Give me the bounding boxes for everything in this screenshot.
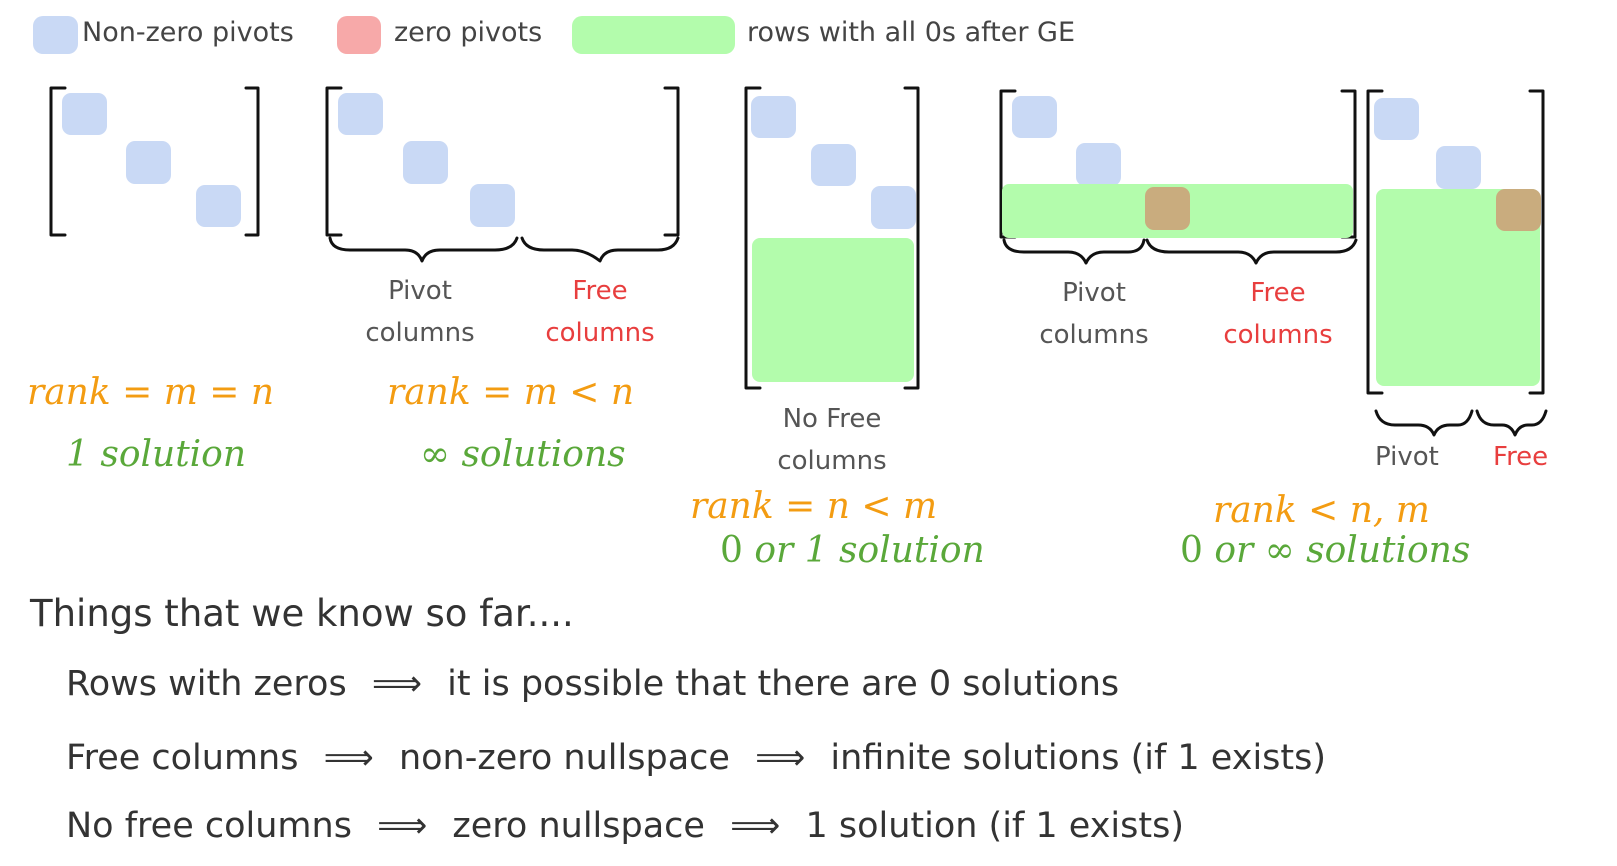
case-2-free-label: Free columns — [545, 276, 655, 348]
matrix-5-right-bracket — [1528, 89, 1545, 395]
matrix-5-pivot-2 — [1436, 146, 1481, 189]
matrix-2-pivot-3 — [470, 184, 515, 227]
matrix-4-free-brace — [1145, 238, 1358, 265]
matrix-5-zero-pivot — [1496, 189, 1541, 231]
legend-zero-label: zero pivots — [394, 17, 543, 48]
case-4-pivot-label: Pivot columns — [1039, 278, 1149, 350]
matrix-2-right-bracket — [663, 86, 680, 237]
case-1-rank: rank = m = n — [27, 372, 275, 413]
legend-zero-rows-label: rows with all 0s after GE — [747, 17, 1076, 48]
case-4-free-label: Free columns — [1223, 278, 1333, 350]
matrix-1-right-bracket — [244, 86, 260, 237]
case-3-rank: rank = n < m — [690, 486, 938, 527]
matrix-3-zero-rows — [752, 238, 914, 382]
matrix-4-pivot-1 — [1012, 96, 1057, 138]
legend-nonzero-label: Non-zero pivots — [82, 17, 294, 48]
matrix-1-pivot-2 — [126, 141, 171, 184]
matrix-5-free-brace — [1475, 409, 1548, 437]
infinity-symbol: ∞ — [1264, 530, 1295, 571]
implies-arrow: ⟹ — [377, 806, 428, 846]
fact-3: No free columns ⟹ zero nullspace ⟹ 1 sol… — [66, 806, 1184, 846]
matrix-3-pivot-2 — [811, 144, 856, 186]
matrix-2-pivot-brace — [328, 236, 519, 263]
case-4-solution: 0 or ∞ solutions — [1180, 530, 1471, 571]
matrix-2-free-brace — [520, 236, 680, 263]
implies-arrow: ⟹ — [323, 738, 374, 778]
implies-arrow: ⟹ — [371, 664, 423, 704]
matrix-3-left-bracket — [744, 86, 762, 390]
matrix-3-right-bracket — [903, 86, 920, 390]
matrix-5-zero-rows — [1376, 189, 1540, 386]
case-3-solution: 0 or 1 solution — [720, 530, 985, 571]
fact-1: Rows with zeros ⟹ it is possible that th… — [66, 664, 1120, 704]
matrix-2-pivot-1 — [338, 93, 383, 135]
matrix-5-pivot-1 — [1374, 98, 1419, 140]
matrix-1-pivot-3 — [196, 185, 241, 227]
case-4-rank: rank < n, m — [1213, 490, 1430, 531]
case-5-free-label: Free — [1493, 442, 1549, 472]
case-3-nofree-label: No Free columns — [777, 404, 887, 476]
matrix-1-pivot-1 — [62, 93, 107, 135]
implies-arrow: ⟹ — [755, 738, 806, 778]
fact-2: Free columns ⟹ non-zero nullspace ⟹ infi… — [66, 738, 1327, 778]
implies-arrow: ⟹ — [730, 806, 781, 846]
case-2-rank: rank = m < n — [387, 372, 635, 413]
matrix-3-pivot-1 — [751, 96, 796, 138]
matrix-3-pivot-3 — [871, 186, 916, 229]
matrix-1-left-bracket — [49, 86, 67, 237]
matrix-4-pivot-2 — [1076, 143, 1121, 186]
summary-heading: Things that we know so far.... — [30, 592, 574, 635]
case-2-solution: ∞ solutions — [420, 434, 626, 475]
infinity-symbol: ∞ — [420, 434, 450, 475]
legend-zero-rows-swatch — [572, 16, 735, 54]
matrix-4-pivot-brace — [1002, 238, 1146, 265]
case-5-pivot-label: Pivot — [1375, 442, 1439, 472]
legend-nonzero-swatch — [33, 16, 78, 54]
matrix-5-pivot-brace — [1374, 409, 1474, 437]
matrix-2-pivot-2 — [403, 141, 448, 184]
legend-zero-swatch — [337, 16, 381, 54]
case-1-solution: 1 solution — [66, 434, 247, 475]
matrix-5-left-bracket — [1366, 89, 1384, 395]
case-2-pivot-label: Pivot columns — [365, 276, 475, 348]
matrix-4-zero-pivot — [1145, 187, 1190, 230]
matrix-2-left-bracket — [325, 86, 343, 237]
